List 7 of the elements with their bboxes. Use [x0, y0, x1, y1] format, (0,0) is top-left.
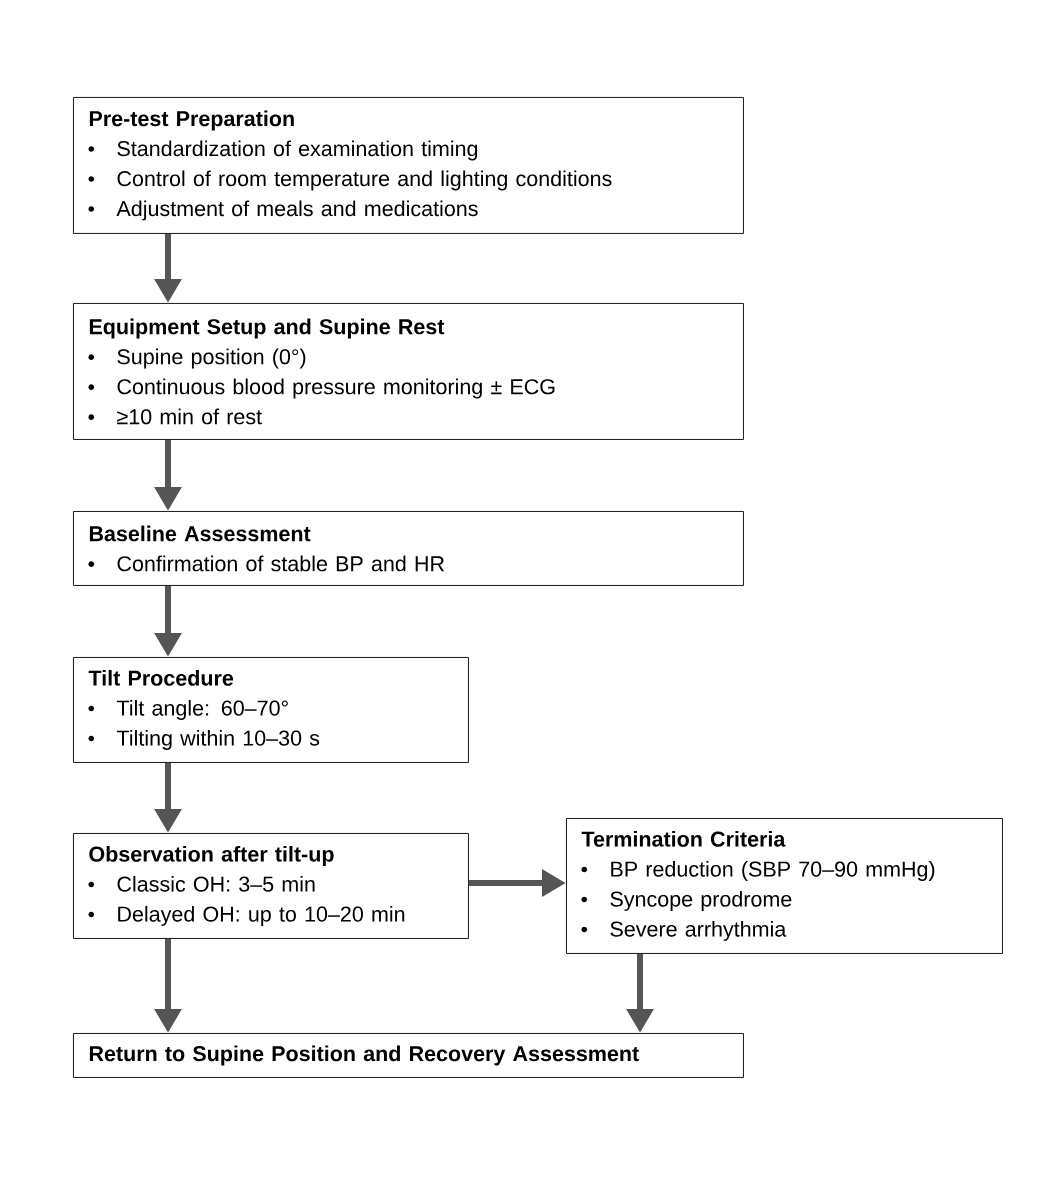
process-box: Baseline Assessment Confirmation of stable BP and HR — [73, 511, 744, 586]
process-box: Tilt Procedure Tilt angle: 60–70° Tilting within 10–30 s — [73, 657, 469, 763]
process-box: Observation after tilt-up Classic OH: 3–5 min Delayed OH: up to 10–20 min — [73, 833, 469, 939]
process-box: Pre-test Preparation Standardization of examination timing Control of room temperature and lighting conditions Adjustment of meals and medications — [73, 97, 744, 234]
process-box: Return to Supine Position and Recovery Assessment — [73, 1033, 744, 1078]
process-box: Termination Criteria BP reduction (SBP 70–90 mmHg) Syncope prodrome Severe arrhythmia — [566, 818, 1003, 954]
process-box: Equipment Setup and Supine Rest Supine position (0°) Continuous blood pressure monitoring ± ECG ≥10 min of rest — [73, 303, 744, 440]
